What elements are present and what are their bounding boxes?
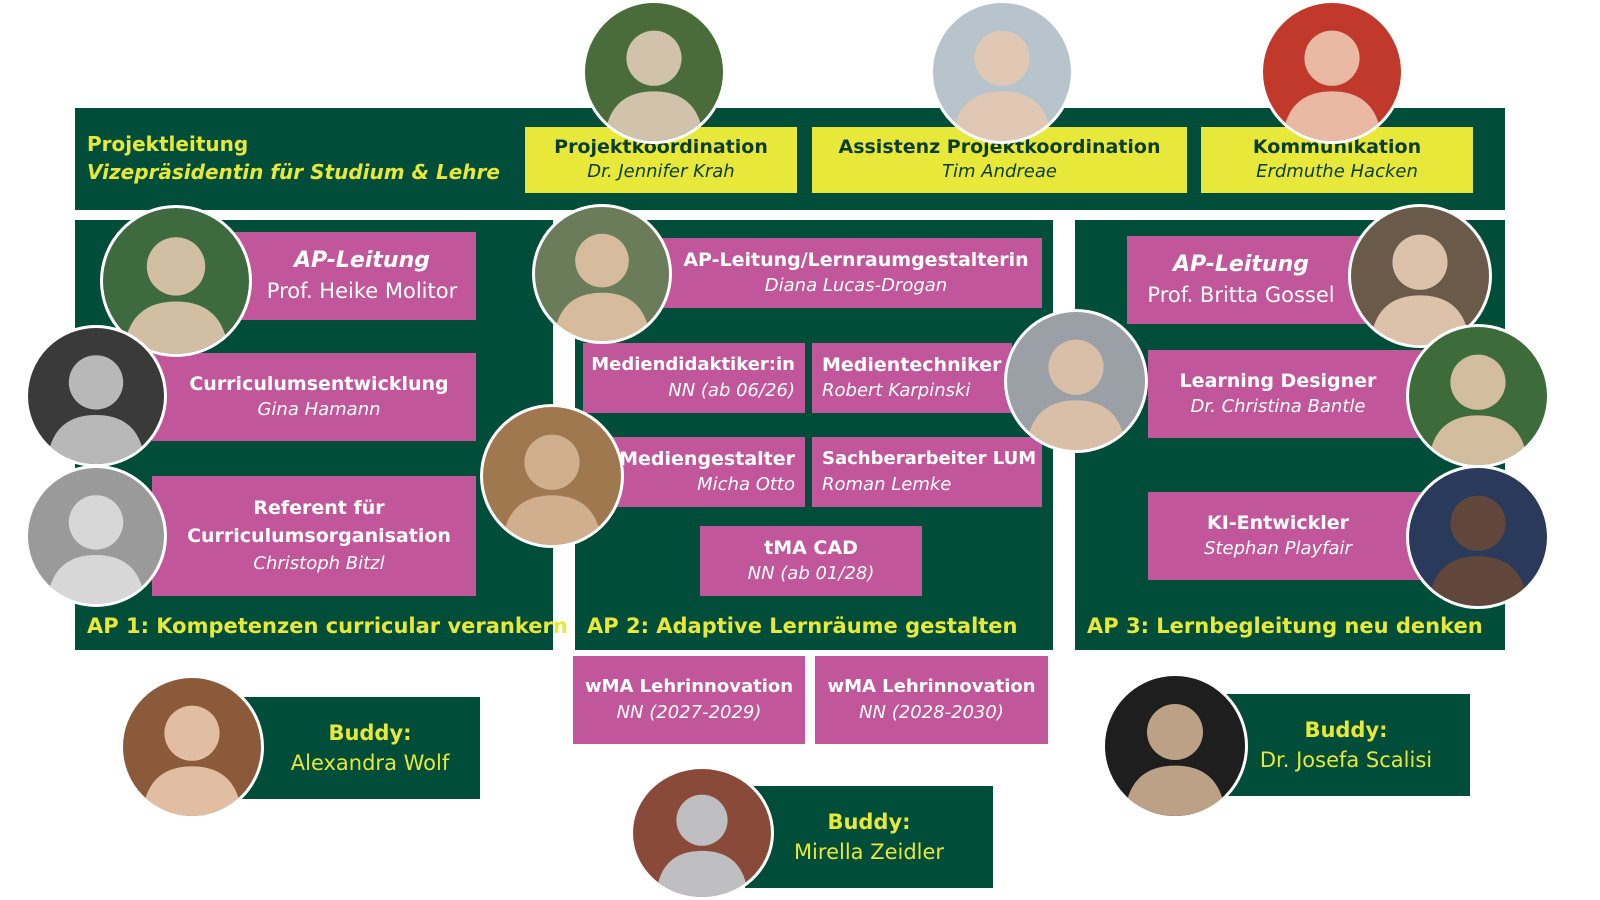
- box-title: Assistenz Projektkoordination: [838, 136, 1161, 158]
- sachbearbeiter-box: Sachberarbeiter LUM Roman Lemke: [812, 437, 1042, 507]
- wma-lehrinnovation-2-box: wMA Lehrinnovation NN (2028-2030): [815, 656, 1048, 744]
- role-title: Mediengestalter: [619, 448, 795, 470]
- project-lead: Projektleitung Vizepräsidentin für Studi…: [87, 130, 507, 186]
- role-title: AP-Leitung: [1173, 252, 1309, 277]
- medientechniker-box: Medientechniker Robert Karpinski: [812, 343, 1012, 413]
- ap3-leitung-box: AP-Leitung Prof. Britta Gossel: [1127, 236, 1375, 324]
- avatar-playfair: [1406, 465, 1550, 609]
- role-title: wMA Lehrinnovation: [584, 676, 794, 697]
- avatar-hamann: [25, 325, 167, 467]
- person-icon: [1409, 468, 1547, 606]
- role-title-line2: Curriculumsorganisation: [187, 525, 451, 547]
- role-title: Mediendidaktiker:in: [591, 354, 795, 375]
- person-icon: [28, 328, 164, 464]
- project-lead-title: Projektleitung: [87, 132, 249, 156]
- role-name: Dr. Christina Bantle: [1190, 396, 1366, 417]
- learning-designer-box: Learning Designer Dr. Christina Bantle: [1148, 350, 1438, 438]
- role-name: NN (ab 01/28): [747, 563, 875, 584]
- ap3-title: AP 3: Lernbegleitung neu denken: [1087, 614, 1483, 638]
- avatar-otto: [480, 404, 624, 548]
- buddy-box-wolf: Buddy: Alexandra Wolf: [230, 697, 480, 799]
- ap1-leitung-box: AP-Leitung Prof. Heike Molitor: [228, 232, 476, 320]
- box-name: Tim Andreae: [942, 161, 1057, 182]
- person-icon: [1007, 312, 1145, 450]
- person-icon: [535, 207, 669, 341]
- role-title: Learning Designer: [1179, 370, 1377, 392]
- role-name: Robert Karpinski: [822, 380, 971, 401]
- box-title: Projektkoordination: [554, 136, 768, 158]
- person-icon: [1263, 3, 1401, 141]
- box-name: Erdmuthe Hacken: [1256, 161, 1418, 182]
- person-icon: [585, 3, 723, 141]
- buddy-box-zeidler: Buddy: Mirella Zeidler: [745, 786, 993, 888]
- role-title: AP-Leitung: [294, 248, 430, 273]
- buddy-label: Buddy:: [328, 721, 412, 745]
- referent-box: Referent für Curriculumsorganisation Chr…: [152, 476, 476, 596]
- tma-cad-box: tMA CAD NN (ab 01/28): [700, 526, 922, 596]
- buddy-box-scalisi: Buddy: Dr. Josefa Scalisi: [1222, 694, 1470, 796]
- role-name: Gina Hamann: [257, 399, 381, 420]
- ap1-title: AP 1: Kompetenzen curricular verankern: [87, 614, 568, 638]
- avatar-hacken: [1260, 0, 1404, 144]
- avatar-bantle: [1406, 324, 1550, 468]
- role-name: NN (2027-2029): [616, 702, 762, 723]
- role-name: Christoph Bitzl: [253, 553, 385, 574]
- assistenz-box: Assistenz Projektkoordination Tim Andrea…: [812, 127, 1187, 193]
- avatar-scalisi: [1102, 673, 1248, 819]
- avatar-karpinski: [1004, 309, 1148, 453]
- wma-lehrinnovation-1-box: wMA Lehrinnovation NN (2027-2029): [573, 656, 805, 744]
- person-icon: [123, 678, 261, 816]
- role-title: Medientechniker: [822, 354, 1002, 376]
- buddy-name: Dr. Josefa Scalisi: [1259, 748, 1433, 772]
- avatar-lucas-drogan: [532, 204, 672, 344]
- role-name: NN (ab 06/26): [668, 380, 795, 401]
- role-title: AP-Leitung/Lernraumgestalterin: [683, 249, 1029, 271]
- project-lead-subtitle: Vizepräsidentin für Studium & Lehre: [87, 160, 500, 184]
- role-title: wMA Lehrinnovation: [827, 676, 1036, 697]
- mediendidaktiker-box: Mediendidaktiker:in NN (ab 06/26): [583, 343, 805, 413]
- avatar-krah: [582, 0, 726, 144]
- role-name: Roman Lemke: [822, 474, 952, 495]
- role-name: Micha Otto: [697, 474, 795, 495]
- role-title: Curriculumsentwicklung: [189, 373, 449, 395]
- role-name: NN (2028-2030): [859, 702, 1004, 723]
- ap2-title: AP 2: Adaptive Lernräume gestalten: [587, 614, 1018, 638]
- role-name: Diana Lucas-Drogan: [764, 275, 948, 296]
- avatar-wolf: [120, 675, 264, 819]
- role-title: Sachberarbeiter LUM: [822, 448, 1037, 469]
- role-name: Prof. Britta Gossel: [1147, 283, 1335, 307]
- buddy-name: Mirella Zeidler: [793, 840, 945, 864]
- person-icon: [1105, 676, 1245, 816]
- ki-entwickler-box: KI-Entwickler Stephan Playfair: [1148, 492, 1438, 580]
- person-icon: [633, 769, 771, 897]
- person-icon: [483, 407, 621, 545]
- person-icon: [933, 3, 1071, 141]
- box-title: Kommunikation: [1252, 136, 1422, 158]
- person-icon: [1409, 327, 1547, 465]
- buddy-label: Buddy:: [827, 810, 911, 834]
- role-title-line1: Referent für: [253, 497, 385, 519]
- avatar-bitzl: [25, 465, 167, 607]
- avatar-zeidler: [630, 766, 774, 900]
- buddy-name: Alexandra Wolf: [290, 751, 450, 775]
- box-name: Dr. Jennifer Krah: [587, 161, 735, 182]
- avatar-andreae: [930, 0, 1074, 144]
- role-name: Prof. Heike Molitor: [266, 279, 458, 303]
- buddy-label: Buddy:: [1304, 718, 1388, 742]
- curriculumsentwicklung-box: Curriculumsentwicklung Gina Hamann: [152, 353, 476, 441]
- person-icon: [28, 468, 164, 604]
- role-title: KI-Entwickler: [1207, 512, 1349, 534]
- role-title: tMA CAD: [764, 537, 858, 559]
- role-name: Stephan Playfair: [1204, 538, 1352, 559]
- ap2-leitung-box: AP-Leitung/Lernraumgestalterin Diana Luc…: [650, 238, 1042, 308]
